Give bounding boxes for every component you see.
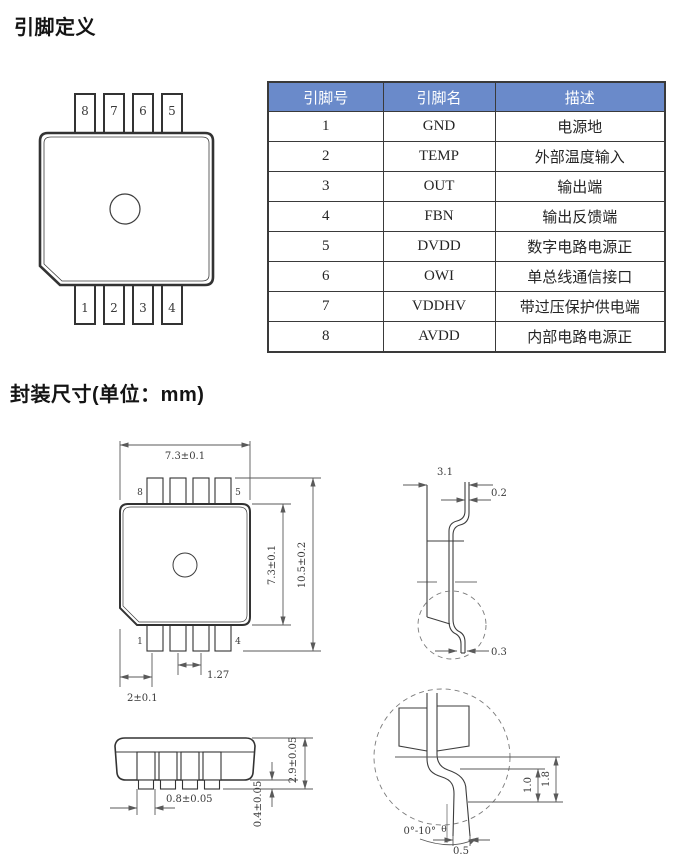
column-header-pin-name: 引脚名 bbox=[382, 81, 496, 112]
table-row: 1 GND 电源地 bbox=[267, 111, 666, 142]
table-row: 4 FBN 输出反馈端 bbox=[267, 201, 666, 232]
pin-name-cell: DVDD bbox=[382, 231, 496, 262]
pin-desc-cell: 数字电路电源正 bbox=[494, 231, 666, 262]
dim-label-edge-to-pin: 2±0.1 bbox=[127, 693, 158, 704]
pin-name-cell: AVDD bbox=[382, 321, 496, 353]
dim-label-shoulder: 1.0 bbox=[523, 777, 534, 793]
table-row: 7 VDDHV 带过压保护供电端 bbox=[267, 291, 666, 322]
dim-label-thickness: 3.1 bbox=[437, 467, 453, 478]
dim-label-foot: 0.5 bbox=[453, 846, 469, 857]
pin-number-cell: 1 bbox=[267, 111, 384, 142]
column-header-pin-number: 引脚号 bbox=[267, 81, 384, 112]
pin-number-cell: 7 bbox=[267, 291, 384, 322]
pinout-pin-numbers: 8 7 6 5 1 2 3 4 bbox=[81, 104, 176, 315]
top-view-body bbox=[119, 503, 251, 626]
pin-number-cell: 5 bbox=[267, 231, 384, 262]
pin-desc-cell: 内部电路电源正 bbox=[494, 321, 666, 353]
dim-label-lead-width: 0.8±0.05 bbox=[166, 794, 213, 805]
pinout-pins bbox=[74, 93, 183, 325]
table-row: 3 OUT 输出端 bbox=[267, 171, 666, 202]
package-top-view-drawing: 8 5 1 4 7.3±0.1 7.3±0.1 10.5±0.2 1.27 2±… bbox=[119, 441, 321, 704]
chip-pinout-diagram: 8 7 6 5 1 2 3 4 bbox=[38, 93, 215, 325]
dim-label-lead-tip: 0.3 bbox=[491, 647, 507, 658]
top-view-body-inner-line bbox=[122, 506, 248, 623]
pin-number-2: 2 bbox=[110, 301, 118, 315]
dim-label-angle: 0°-10° bbox=[404, 826, 436, 837]
pin-name-cell: FBN bbox=[382, 201, 496, 232]
pin-number-cell: 4 bbox=[267, 201, 384, 232]
top-view-pin-labels: 8 5 1 4 bbox=[137, 488, 241, 647]
corner-pin-1: 1 bbox=[137, 637, 143, 647]
dim-label-overall-height: 10.5±0.2 bbox=[297, 542, 308, 589]
side-view-dimension-lines bbox=[403, 482, 493, 654]
section-title-pin-definition: 引脚定义 bbox=[14, 17, 96, 39]
column-header-description: 描述 bbox=[494, 81, 666, 112]
pin-desc-cell: 单总线通信接口 bbox=[494, 261, 666, 292]
pin-desc-cell: 带过压保护供电端 bbox=[494, 291, 666, 322]
dim-label-body-height: 7.3±0.1 bbox=[267, 545, 278, 585]
detail-body-outline bbox=[398, 693, 471, 837]
pin-number-6: 6 bbox=[139, 104, 147, 118]
pin-number-cell: 2 bbox=[267, 141, 384, 172]
pin-number-cell: 6 bbox=[267, 261, 384, 292]
dim-label-standoff: 0.4±0.05 bbox=[253, 781, 264, 828]
pin-desc-cell: 电源地 bbox=[494, 111, 666, 142]
pinout-body-inner-line bbox=[43, 136, 210, 282]
pin-name-cell: OWI bbox=[382, 261, 496, 292]
corner-pin-8: 8 bbox=[137, 488, 143, 498]
dim-label-front-height: 2.9±0.05 bbox=[288, 737, 299, 784]
front-view-dimension-lines bbox=[110, 737, 313, 815]
pin-number-5: 5 bbox=[168, 104, 176, 118]
corner-pin-4: 4 bbox=[235, 637, 241, 647]
pin-number-7: 7 bbox=[110, 104, 118, 118]
pin-number-cell: 3 bbox=[267, 171, 384, 202]
dim-label-theta: θ bbox=[441, 825, 446, 835]
table-row: 8 AVDD 内部电路电源正 bbox=[267, 321, 666, 353]
dim-label-lead-thickness: 0.2 bbox=[491, 488, 507, 499]
pin-name-cell: GND bbox=[382, 111, 496, 142]
pin-name-cell: OUT bbox=[382, 171, 496, 202]
pinout-center-mark bbox=[109, 193, 141, 225]
dim-label-pitch: 1.27 bbox=[207, 670, 229, 681]
pin-number-3: 3 bbox=[139, 301, 147, 315]
pin-desc-cell: 外部温度输入 bbox=[494, 141, 666, 172]
top-view-center-mark bbox=[172, 552, 198, 578]
pin-definition-table: 引脚号 引脚名 描述 1 GND 电源地 2 TEMP 外部温度输入 3 OUT… bbox=[267, 81, 666, 353]
table-row: 5 DVDD 数字电路电源正 bbox=[267, 231, 666, 262]
pin-number-4: 4 bbox=[168, 301, 176, 315]
pin-name-cell: TEMP bbox=[382, 141, 496, 172]
lead-detail-drawing: 1.0 1.8 0°-10° θ 0.5 bbox=[373, 688, 563, 857]
table-row: 2 TEMP 外部温度输入 bbox=[267, 141, 666, 172]
pin-name-cell: VDDHV bbox=[382, 291, 496, 322]
pin-desc-cell: 输出反馈端 bbox=[494, 201, 666, 232]
top-view-dimension-lines bbox=[119, 441, 321, 687]
pinout-body bbox=[38, 131, 215, 287]
pin-number-cell: 8 bbox=[267, 321, 384, 353]
table-row: 6 OWI 单总线通信接口 bbox=[267, 261, 666, 292]
dim-label-lead-length: 1.8 bbox=[541, 771, 552, 787]
package-front-view-drawing: 0.8±0.05 2.9±0.05 0.4±0.05 bbox=[110, 737, 313, 828]
side-view-detail-circle bbox=[417, 590, 487, 660]
detail-reference-lines bbox=[395, 756, 563, 846]
front-view-leads bbox=[136, 751, 222, 790]
package-side-view-drawing: 3.1 0.2 0.3 bbox=[403, 467, 507, 660]
pin-desc-cell: 输出端 bbox=[494, 171, 666, 202]
section-title-package-size: 封装尺寸(单位：mm) bbox=[10, 384, 205, 406]
pin-number-8: 8 bbox=[81, 104, 89, 118]
corner-pin-5: 5 bbox=[235, 488, 241, 498]
side-view-outline bbox=[417, 482, 477, 654]
dim-label-body-width: 7.3±0.1 bbox=[165, 451, 205, 462]
pin-number-1: 1 bbox=[81, 301, 89, 315]
table-header-row: 引脚号 引脚名 描述 bbox=[267, 81, 666, 112]
